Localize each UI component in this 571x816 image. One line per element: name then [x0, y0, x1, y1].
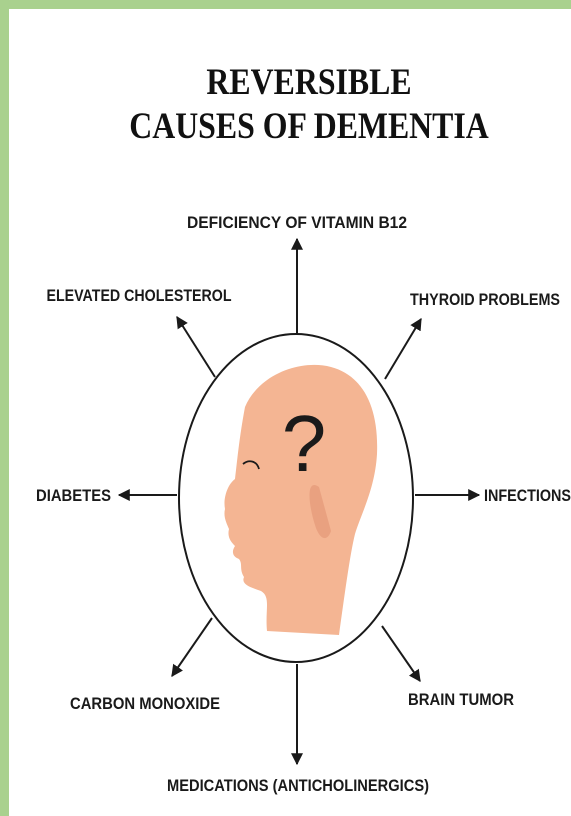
label-carbon-monoxide: CARBON MONOXIDE — [70, 694, 220, 713]
label-thyroid-problems: THYROID PROBLEMS — [410, 290, 560, 309]
label-medications: MEDICATIONS (ANTICHOLINERGICS) — [167, 776, 429, 795]
causes-diagram: ? DEFICIENCY OF VITAMIN B12 THYROID PROB… — [9, 9, 571, 816]
arrow-down-right — [382, 626, 420, 681]
arrow-down-left — [172, 618, 212, 676]
poster-frame: REVERSIBLE CAUSES OF DEMENTIA ? — [9, 9, 571, 816]
label-brain-tumor: BRAIN TUMOR — [408, 690, 514, 709]
question-mark-icon: ? — [282, 399, 327, 488]
arrow-up-right — [385, 319, 421, 379]
label-vitamin-b12: DEFICIENCY OF VITAMIN B12 — [187, 213, 407, 232]
arrow-up-left — [177, 317, 215, 377]
label-elevated-cholesterol: ELEVATED CHOLESTEROL — [47, 286, 232, 305]
label-infections: INFECTIONS — [484, 486, 571, 505]
label-diabetes: DIABETES — [36, 486, 111, 505]
